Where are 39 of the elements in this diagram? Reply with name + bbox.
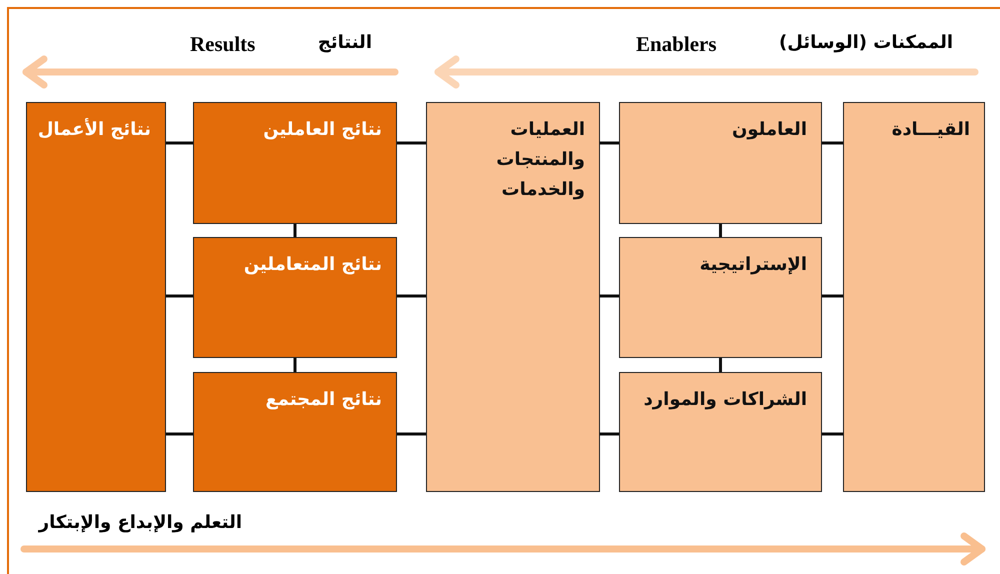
connector-line <box>719 358 722 372</box>
criterion-box <box>193 102 397 224</box>
connector-line <box>397 142 426 144</box>
box-title: نتائج المجتمع <box>264 388 382 412</box>
box-title: نتائج المتعاملين <box>242 253 382 277</box>
section-heading: الممكنات (الوسائل) <box>779 32 953 53</box>
connector-line <box>166 432 193 436</box>
criterion-box <box>426 102 600 492</box>
section-heading: Enablers <box>636 32 717 57</box>
connector-line <box>822 432 843 436</box>
criterion-box <box>843 102 985 492</box>
criterion-box <box>619 237 822 358</box>
connector-line <box>397 432 426 436</box>
connector-line <box>600 142 619 144</box>
box-title: نتائج الأعمال <box>36 117 151 142</box>
connector-line <box>294 358 296 372</box>
arrow-caption: التعلم والإبداع والإبتكار <box>38 512 242 533</box>
connector-line <box>600 294 619 298</box>
connector-line <box>822 142 843 144</box>
box-title: العمليات والمنتجات والخدمات <box>495 118 585 202</box>
box-title: القيـــادة <box>890 118 970 142</box>
connector-line <box>600 432 619 436</box>
box-title: العاملون <box>731 118 807 142</box>
section-heading: Results <box>190 32 256 57</box>
criterion-box <box>193 237 397 358</box>
criterion-box <box>619 372 822 492</box>
connector-line <box>166 142 193 144</box>
box-title: الإستراتيجية <box>698 253 807 277</box>
connector-line <box>719 224 722 237</box>
section-heading: النتائج <box>318 32 372 53</box>
connector-line <box>397 294 426 298</box>
connector-line <box>822 294 843 298</box>
criterion-box <box>193 372 397 492</box>
box-title: الشراكات والموارد <box>642 388 807 412</box>
criterion-box <box>26 102 166 492</box>
connector-line <box>294 224 296 237</box>
connector-line <box>166 294 193 298</box>
box-title: نتائج العاملين <box>262 118 382 142</box>
criterion-box <box>619 102 822 224</box>
